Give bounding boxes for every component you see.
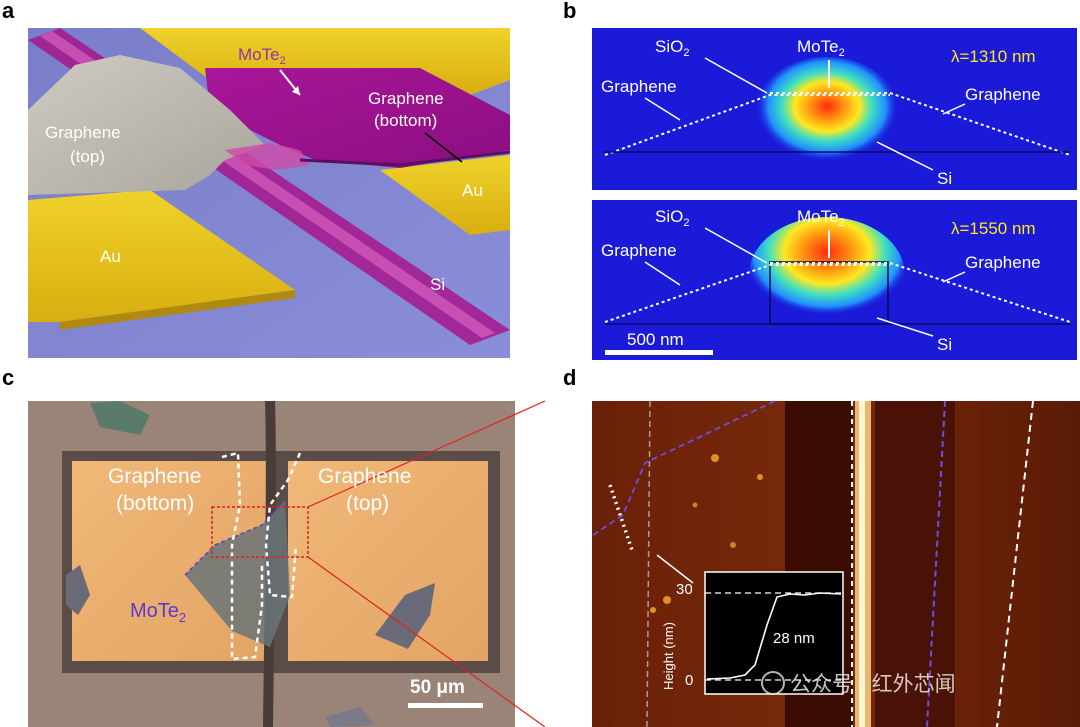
waveguide-step <box>225 143 310 170</box>
arrow-graphene-left-bottom <box>644 261 681 286</box>
label-wavelength-1310: λ=1310 nm <box>951 47 1036 66</box>
panel-letter-a: a <box>2 0 15 23</box>
panel-letter-b: b <box>563 0 576 23</box>
label-graphene-bottom-1: Graphene <box>368 89 444 108</box>
zoom-line-bottom <box>307 556 545 727</box>
mote2-flake <box>205 68 510 168</box>
scalebar-label-50um: 50 μm <box>410 677 465 698</box>
label-graphene-left-bottom: Graphene <box>601 241 677 260</box>
label-wavelength-1550: λ=1550 nm <box>951 219 1036 238</box>
label-au-right: Au <box>462 181 483 200</box>
scalebar-label-500nm: 500 nm <box>627 330 684 349</box>
inset-tick-0: 0 <box>685 672 693 689</box>
label-au-left: Au <box>100 247 121 266</box>
inset-annotation-28nm: 28 nm <box>773 630 815 647</box>
label-si: Si <box>430 275 445 294</box>
afm-particle <box>730 542 736 548</box>
afm-graphene-edge <box>996 400 1034 727</box>
panel-b-simulations: b SiO2 MoTe2 λ=1310 nm Graphene Graphene… <box>563 0 1077 360</box>
simulation-1310: SiO2 MoTe2 λ=1310 nm Graphene Graphene S… <box>592 28 1077 190</box>
au-pad-bottom-right <box>380 155 510 235</box>
panel-letter-c: c <box>2 365 14 390</box>
afm-grey-dashed <box>646 400 651 727</box>
label-c-graphene-bottom-2: (bottom) <box>116 492 194 515</box>
afm-particle <box>757 474 763 480</box>
zoom-line-top <box>307 400 545 508</box>
label-sio2-top: SiO2 <box>655 37 689 59</box>
afm-particle <box>692 502 698 508</box>
arrow-si-bottom <box>876 317 934 337</box>
flake-green-top <box>90 401 150 435</box>
inset-height-curve <box>706 592 842 680</box>
graphene-top-flake <box>28 55 265 195</box>
label-graphene-top-2: (top) <box>70 147 105 166</box>
simulation-1550: SiO2 MoTe2 λ=1550 nm Graphene Graphene S… <box>592 200 1077 360</box>
arrowhead-mote2 <box>292 86 300 95</box>
graphene-top-outline <box>264 452 302 599</box>
afm-mote2-edge <box>592 400 776 536</box>
inset-tick-30: 30 <box>676 581 693 598</box>
label-graphene-right-bottom: Graphene <box>965 253 1041 272</box>
au-pad-edge <box>60 290 295 330</box>
label-mote2: MoTe2 <box>238 45 286 67</box>
mote2-outline <box>184 499 286 576</box>
panel-d-afm-image: d 30 0 Height (nm) 28 nm 公众号 · 红外芯闻 <box>563 365 1080 727</box>
arrow-graphene-left-top <box>644 97 681 121</box>
panel-c-optical-image: c Graphene (bottom) Graphene (top) MoTe2… <box>2 365 545 727</box>
mote2-flake-optical <box>185 500 290 647</box>
flake-left <box>66 565 90 615</box>
graphene-right-line <box>770 92 1071 156</box>
label-graphene-right-top: Graphene <box>965 85 1041 104</box>
arrow-si-top <box>876 141 934 171</box>
graphene-left-line <box>604 94 890 156</box>
scalebar-50um <box>408 703 483 708</box>
label-c-graphene-top-2: (top) <box>346 492 389 515</box>
label-mote2-bottom: MoTe2 <box>797 207 845 229</box>
inset-ylabel: Height (nm) <box>661 622 676 690</box>
flake-bottom <box>325 707 375 727</box>
zoom-region-box <box>211 506 309 558</box>
arrow-sio2-top <box>704 57 768 94</box>
afm-particle <box>663 596 671 604</box>
afm-mote2-edge-right <box>926 400 946 727</box>
arrow-graphene-right-top <box>942 103 966 115</box>
label-graphene-top-1: Graphene <box>45 123 121 142</box>
panel-letter-d: d <box>563 365 576 390</box>
afm-profile-arrow <box>656 554 694 584</box>
graphene-bottom-edge <box>299 150 511 167</box>
label-si-bottom: Si <box>937 335 952 354</box>
watermark-text: 公众号 · 红外芯闻 <box>790 673 956 696</box>
label-graphene-bottom-2: (bottom) <box>374 111 437 130</box>
label-sio2-bottom: SiO2 <box>655 207 689 229</box>
flake-right <box>375 583 435 649</box>
label-c-graphene-top-1: Graphene <box>318 465 411 488</box>
watermark-wechat-icon <box>761 671 785 695</box>
panel-a-illustration: a MoTe2 Graphene (bottom) Graphene (top)… <box>2 0 511 358</box>
afm-particle <box>711 454 719 462</box>
label-si-top: Si <box>937 169 952 188</box>
label-mote2-top: MoTe2 <box>797 37 845 59</box>
arrow-graphene-right-bottom <box>942 271 966 283</box>
graphene-right-line-bottom <box>770 262 1071 323</box>
afm-particle <box>650 607 656 613</box>
afm-waveguide-core <box>859 401 865 727</box>
height-profile-inset: 30 0 Height (nm) 28 nm <box>661 571 844 695</box>
mode-profile-1550 <box>749 217 905 333</box>
arrow-graphene-bottom <box>424 132 463 163</box>
au-pad-bottom-left <box>28 190 295 322</box>
label-graphene-left-top: Graphene <box>601 77 677 96</box>
mode-profile-1310 <box>755 57 899 167</box>
scalebar-500nm <box>605 350 713 355</box>
label-c-mote2: MoTe2 <box>130 600 186 625</box>
graphene-left-line-bottom <box>604 264 890 323</box>
graphene-bottom-outline <box>221 451 264 661</box>
arrow-sio2-bottom <box>704 227 768 264</box>
label-c-graphene-bottom-1: Graphene <box>108 465 201 488</box>
